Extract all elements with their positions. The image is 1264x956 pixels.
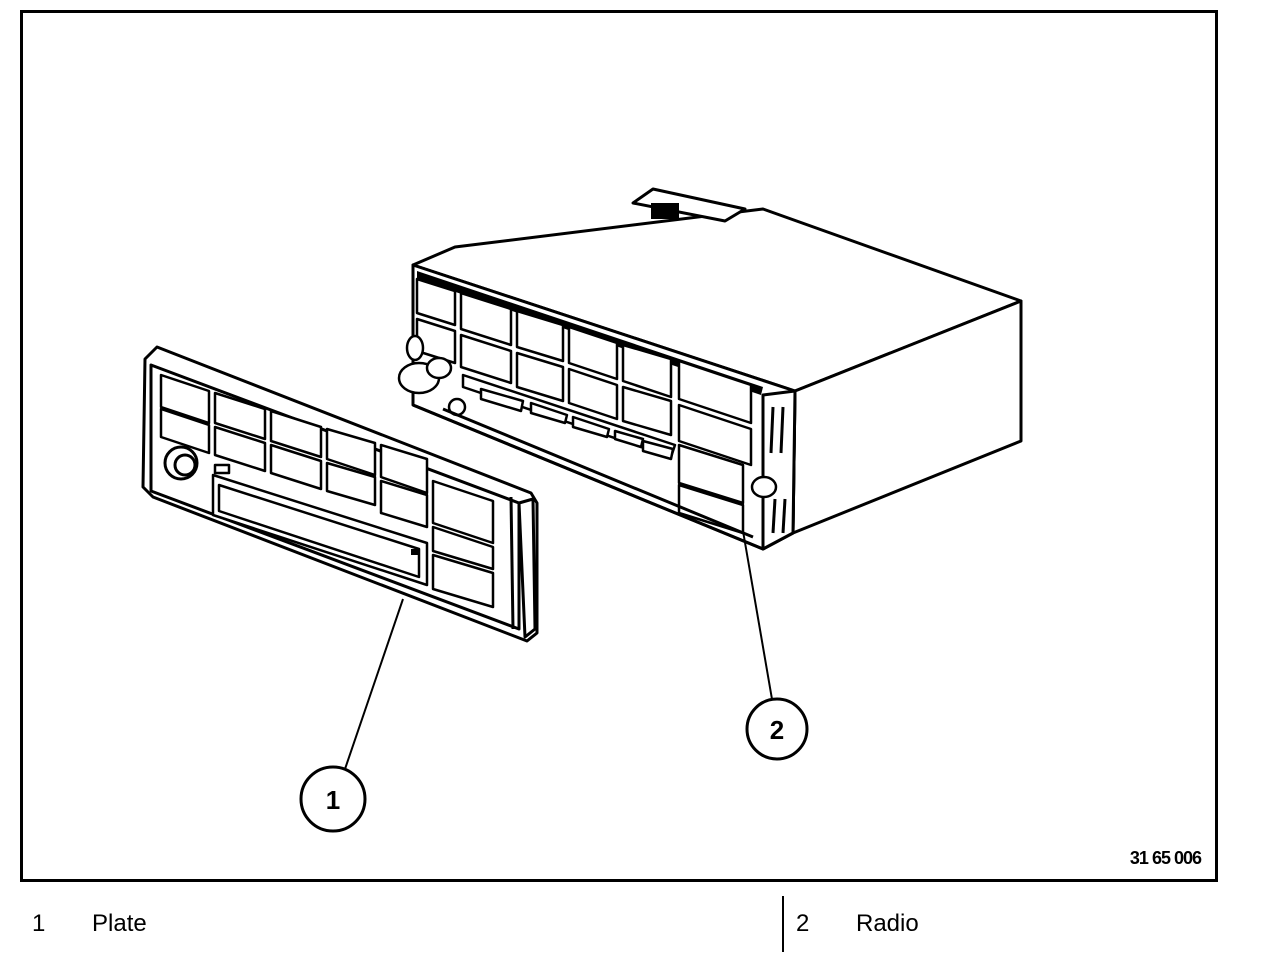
legend-label: Radio <box>856 910 919 937</box>
legend-number: 2 <box>796 910 810 937</box>
legend-divider <box>782 896 784 952</box>
legend: 1 Plate 2 Radio <box>20 892 1218 952</box>
legend-number: 1 <box>32 910 46 937</box>
figure-code: 31 65 006 <box>1129 848 1202 868</box>
radio-unit <box>397 187 1023 551</box>
callout-1-circle <box>299 765 367 833</box>
callout-1-label: 1 <box>326 785 340 815</box>
face-plate <box>141 345 539 643</box>
callout-2-label: 2 <box>770 715 784 745</box>
legend-label: Plate <box>92 910 147 937</box>
callout-2-circle <box>745 697 809 761</box>
figure-frame: 1 2 31 65 006 <box>20 10 1218 882</box>
radio-illustration: 1 2 <box>141 187 1023 833</box>
